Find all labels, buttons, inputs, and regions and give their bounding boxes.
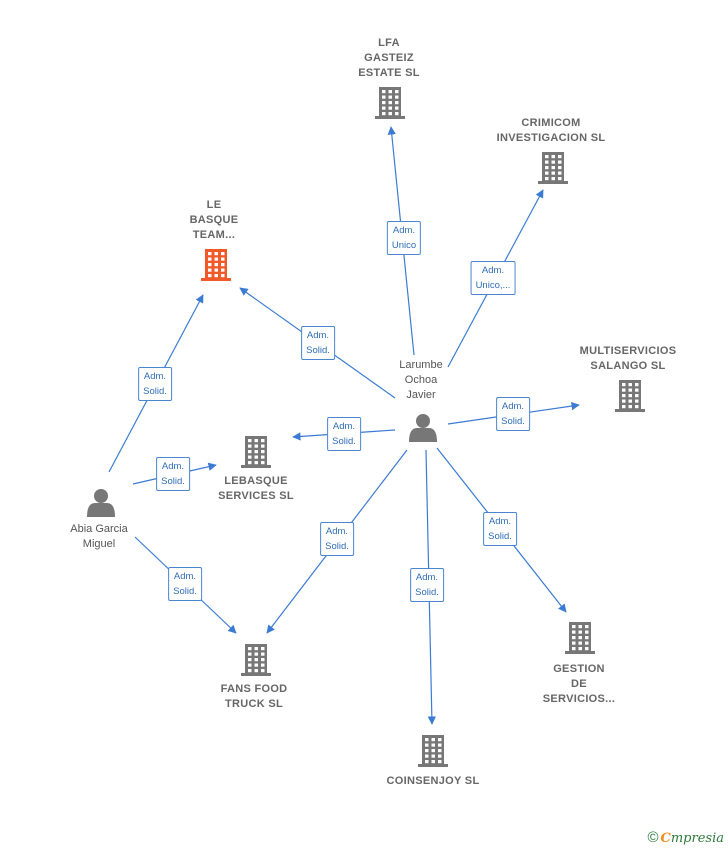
company-label-fansfood[interactable]: FANS FOOD TRUCK SL <box>220 683 288 710</box>
role-badge-larumbe-multiservicios[interactable]: Adm. Solid. <box>496 397 530 431</box>
role-badge-larumbe-coinsenjoy[interactable]: Adm. Solid. <box>410 568 444 602</box>
building-icon[interactable] <box>375 87 405 119</box>
role-badge-larumbe-lfa[interactable]: Adm. Unico <box>386 221 422 255</box>
role-badge-larumbe-gestion[interactable]: Adm. Solid. <box>483 512 517 546</box>
company-label-lfa[interactable]: LFA GASTEIZ ESTATE SL <box>358 37 420 79</box>
person-icon[interactable] <box>87 489 115 517</box>
role-badge-abia-fansfood[interactable]: Adm. Solid. <box>168 567 202 601</box>
person-label-abia[interactable]: Abia Garcia Miguel <box>70 523 128 550</box>
brand-logo: Cmpresia <box>660 831 725 846</box>
company-label-multiservicios[interactable]: MULTISERVICIOS SALANGO SL <box>579 345 677 372</box>
company-label-crimicom[interactable]: CRIMICOM INVESTIGACION SL <box>496 117 606 144</box>
person-label-larumbe[interactable]: Larumbe Ochoa Javier <box>399 359 443 401</box>
building-icon[interactable] <box>201 249 231 281</box>
building-icon[interactable] <box>538 152 568 184</box>
person-icon[interactable] <box>409 414 437 442</box>
building-icon[interactable] <box>565 622 595 654</box>
role-badge-larumbe-fansfood[interactable]: Adm. Solid. <box>320 522 354 556</box>
role-badge-abia-lebasqueteam[interactable]: Adm. Solid. <box>138 367 172 401</box>
copyright-icon: © <box>647 829 659 846</box>
company-label-lebasqueteam[interactable]: LE BASQUE TEAM... <box>189 199 239 241</box>
role-badge-larumbe-crimicom[interactable]: Adm. Unico,... <box>470 261 516 295</box>
company-label-lebasqueservices[interactable]: LEBASQUE SERVICES SL <box>218 475 294 502</box>
building-icon[interactable] <box>241 644 271 676</box>
company-label-coinsenjoy[interactable]: COINSENJOY SL <box>386 775 480 787</box>
role-badge-larumbe-lebasqueteam[interactable]: Adm. Solid. <box>301 326 335 360</box>
role-badge-larumbe-lebasqueservices[interactable]: Adm. Solid. <box>327 417 361 451</box>
role-badge-abia-lebasqueservices[interactable]: Adm. Solid. <box>156 457 190 491</box>
building-icon[interactable] <box>418 735 448 767</box>
building-icon[interactable] <box>241 436 271 468</box>
company-label-gestion[interactable]: GESTION DE SERVICIOS... <box>542 663 616 705</box>
footer-brand: ©Cmpresia <box>647 829 724 846</box>
building-icon[interactable] <box>615 380 645 412</box>
